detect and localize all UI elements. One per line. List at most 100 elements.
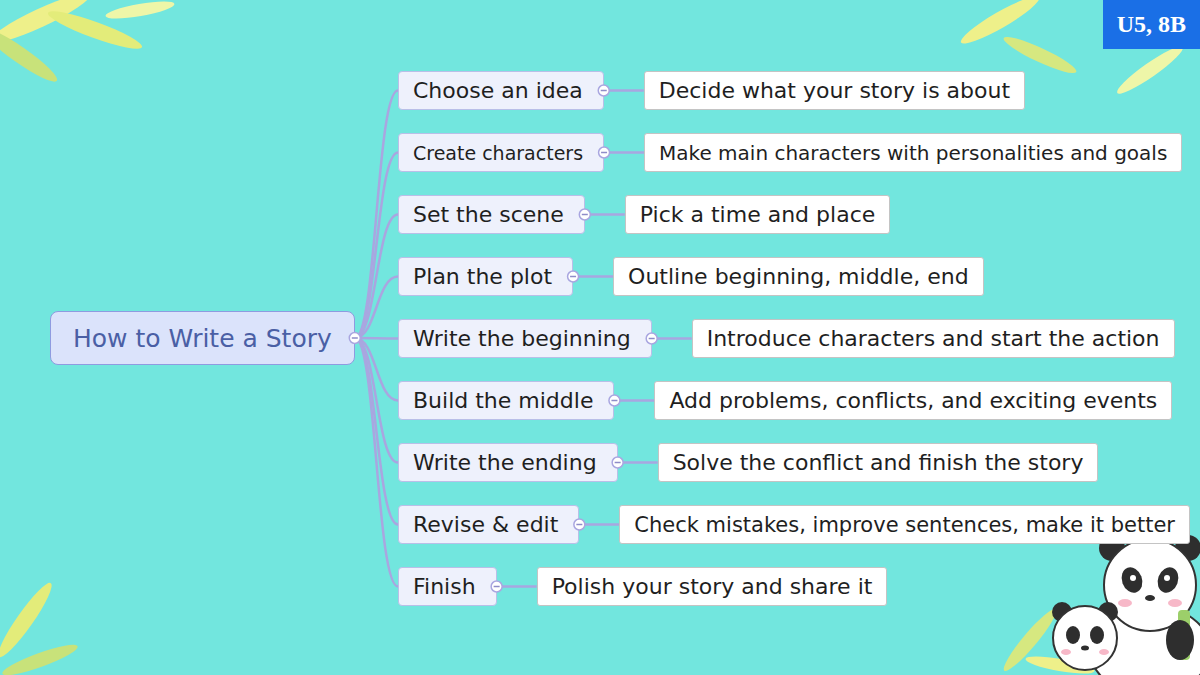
decoration-shape xyxy=(0,579,57,662)
decoration-shape xyxy=(0,23,61,88)
node-text: Revise & edit xyxy=(413,512,558,537)
node-text: Choose an idea xyxy=(413,78,583,103)
decoration-shape xyxy=(1090,605,1200,675)
detail-box: Check mistakes, improve sentences, make … xyxy=(619,505,1190,544)
decoration-shape xyxy=(1052,602,1072,622)
decoration-shape xyxy=(0,640,80,675)
decoration-shape xyxy=(1145,595,1155,601)
node-text: Make main characters with personalities … xyxy=(659,141,1167,165)
toggle-minus xyxy=(611,400,617,402)
branch-connector xyxy=(497,585,537,588)
node-text: Write the beginning xyxy=(413,326,631,351)
node-text: Plan the plot xyxy=(413,264,552,289)
node-text: Build the middle xyxy=(413,388,593,413)
branch-connector xyxy=(573,275,613,278)
toggle-circle xyxy=(491,581,502,592)
toggle-minus xyxy=(601,152,607,154)
branch-topic: Create characters xyxy=(398,133,604,172)
node-text: Write the ending xyxy=(413,450,597,475)
decoration-shape xyxy=(104,0,175,22)
branch-connector xyxy=(585,213,625,216)
branch-topic: Revise & edit xyxy=(398,505,579,544)
toggle-minus xyxy=(576,524,582,526)
toggle-circle xyxy=(568,271,579,282)
collapse-toggle xyxy=(646,333,657,344)
detail-box: Outline beginning, middle, end xyxy=(613,257,984,296)
collapse-toggle xyxy=(612,457,623,468)
toggle-minus xyxy=(582,214,588,216)
node-text: Introduce characters and start the actio… xyxy=(707,326,1160,351)
node-text: U5, 8B xyxy=(1117,11,1186,38)
collapse-toggle xyxy=(491,581,502,592)
detail-box: Polish your story and share it xyxy=(537,567,888,606)
branch-connector xyxy=(355,153,398,339)
node-text: Polish your story and share it xyxy=(552,574,873,599)
node-text: Finish xyxy=(413,574,476,599)
toggle-minus xyxy=(601,90,607,92)
branch-connector xyxy=(355,338,398,401)
decoration-shape xyxy=(1090,626,1104,644)
detail-box: Solve the conflict and finish the story xyxy=(658,443,1099,482)
decoration-shape xyxy=(1066,626,1080,644)
toggle-circle xyxy=(349,333,360,344)
node-text: Pick a time and place xyxy=(640,202,875,227)
collapse-toggle xyxy=(598,85,609,96)
detail-box: Pick a time and place xyxy=(625,195,890,234)
node-text: Decide what your story is about xyxy=(659,78,1010,103)
branch-connector xyxy=(355,338,398,525)
decoration-shape xyxy=(1113,41,1187,98)
panda-illustration xyxy=(1052,535,1200,675)
root-topic: How to Write a Story xyxy=(50,311,355,365)
decoration-shape xyxy=(1154,564,1182,595)
decoration-shape xyxy=(1118,599,1132,607)
node-text: How to Write a Story xyxy=(73,324,332,353)
toggle-circle xyxy=(598,85,609,96)
decoration-shape xyxy=(1104,539,1196,631)
branch-connector xyxy=(355,215,398,339)
toggle-minus xyxy=(649,338,655,340)
decoration-shape xyxy=(957,0,1043,49)
node-text: Outline beginning, middle, end xyxy=(628,264,969,289)
branch-topic: Write the ending xyxy=(398,443,618,482)
decoration-shape xyxy=(1130,575,1136,581)
decoration-shape xyxy=(1168,599,1182,607)
collapse-toggle xyxy=(568,271,579,282)
decoration-shape xyxy=(1024,653,1095,675)
decoration-shape xyxy=(1099,649,1109,655)
branch-connector xyxy=(618,461,658,464)
branch-connector xyxy=(355,277,398,339)
branch-connector xyxy=(355,338,398,463)
toggle-circle xyxy=(574,519,585,530)
toggle-circle xyxy=(609,395,620,406)
branch-connector xyxy=(579,523,619,526)
decoration-shape xyxy=(1061,649,1071,655)
collapse-toggle xyxy=(574,519,585,530)
detail-box: Introduce characters and start the actio… xyxy=(692,319,1175,358)
decoration-shape xyxy=(1118,564,1146,595)
branch-topic: Plan the plot xyxy=(398,257,573,296)
decoration-shape xyxy=(1053,606,1117,670)
detail-box: Decide what your story is about xyxy=(644,71,1025,110)
collapse-toggle xyxy=(599,147,610,158)
decoration-shape xyxy=(999,605,1061,675)
branch-topic: Finish xyxy=(398,567,497,606)
branch-topic: Write the beginning xyxy=(398,319,652,358)
branch-topic: Build the middle xyxy=(398,381,614,420)
node-text: Create characters xyxy=(413,142,583,164)
collapse-toggle xyxy=(349,333,360,344)
toggle-circle xyxy=(612,457,623,468)
decoration-shape xyxy=(1098,602,1118,622)
decoration-shape xyxy=(45,5,144,54)
branch-topic: Choose an idea xyxy=(398,71,604,110)
branch-connector xyxy=(355,338,398,587)
decoration-shape xyxy=(1178,610,1190,660)
detail-box: Add problems, conflicts, and exciting ev… xyxy=(654,381,1172,420)
collapse-toggle xyxy=(609,395,620,406)
branch-connector xyxy=(355,337,398,340)
branch-topic: Set the scene xyxy=(398,195,585,234)
node-text: Solve the conflict and finish the story xyxy=(673,450,1084,475)
node-text: Set the scene xyxy=(413,202,564,227)
branch-connector xyxy=(652,337,692,340)
decoration-shape xyxy=(1164,575,1170,581)
